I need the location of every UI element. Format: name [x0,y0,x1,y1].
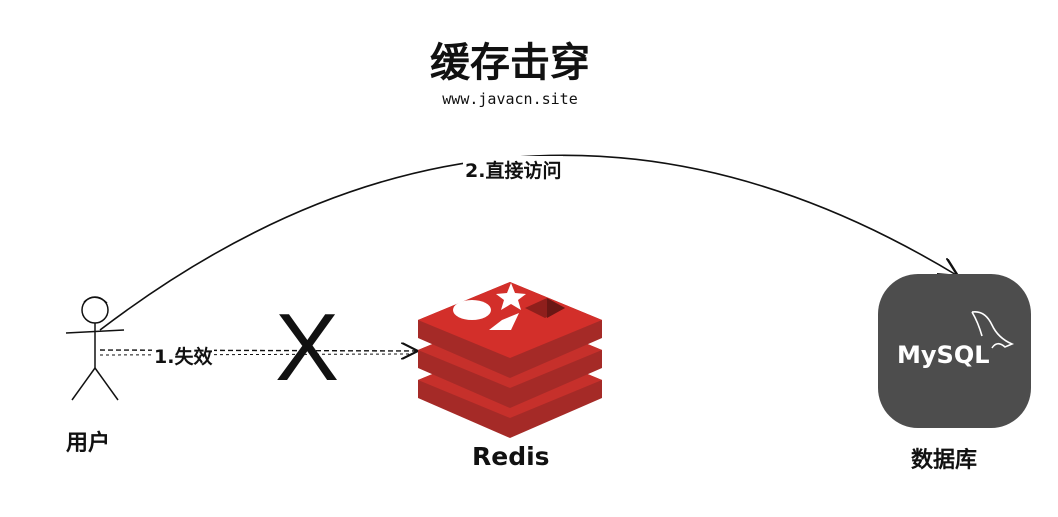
blocked-x-mark: X [275,294,340,401]
mysql-logo-text: MySQL [897,341,990,369]
mysql-logo-box [878,274,1031,428]
dolphin-icon [971,310,1015,349]
direct-access-label: 2.直接访问 [463,156,564,183]
user-label: 用户 [66,431,111,456]
redis-logo-icon [418,282,602,438]
cache-miss-label: 1.失效 [152,342,215,369]
cache-miss-arrow [99,350,418,351]
site-url: www.javacn.site [442,90,578,108]
redis-label: Redis [472,442,550,471]
database-label: 数据库 [911,448,978,473]
diagram-title: 缓存击穿 [430,40,590,86]
cache-miss-arrow-sketch-line [99,353,411,356]
user-stick-figure-icon [65,296,125,401]
